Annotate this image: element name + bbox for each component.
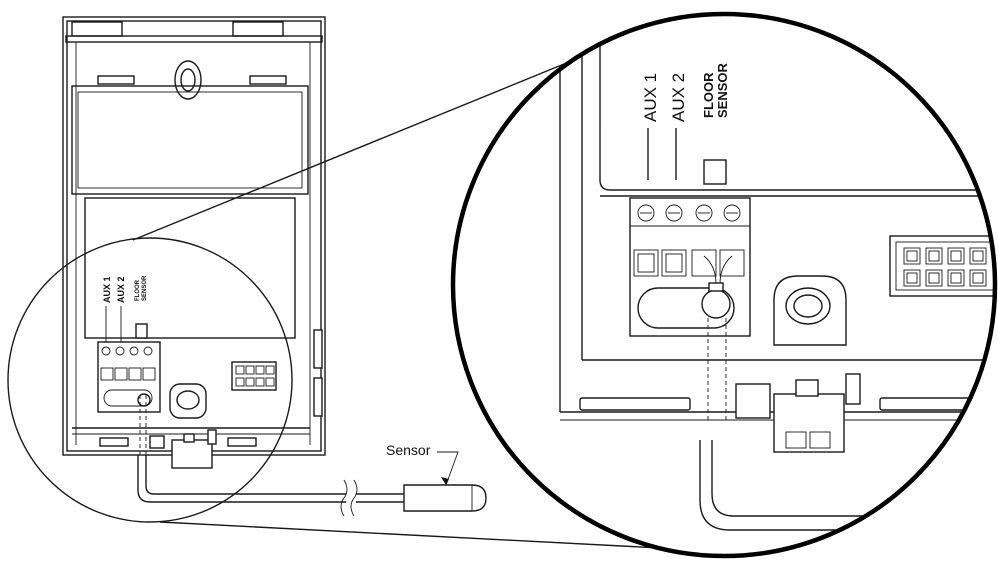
board-labels-small: AUX 1 AUX 2 FLOOR SENSOR: [102, 275, 148, 303]
zoom-connector-lines: [132, 34, 661, 549]
sensor-callout-label: Sensor: [386, 442, 431, 458]
mounting-hole-large: [773, 275, 847, 346]
board-labels-large: AUX 1 AUX 2 FLOOR SENSOR: [641, 62, 730, 122]
magnified-view: AUX 1 AUX 2 FLOOR SENSOR: [453, 14, 995, 556]
floor-label-small: FLOOR: [135, 279, 141, 301]
sensor-cable: [137, 455, 404, 517]
zoom-magnified-circle: [450, 11, 998, 559]
pin-connector-large: [889, 235, 995, 297]
sensor-label-small: SENSOR: [142, 275, 148, 301]
aux2-label-large: AUX 2: [669, 73, 688, 122]
terminal-block-small: [97, 341, 161, 413]
floor-sensor-probe: [403, 484, 487, 512]
sensor-label-large: SENSOR: [715, 62, 730, 118]
mounting-hole-top: [174, 60, 202, 100]
circuit-board: [84, 197, 296, 339]
zoom-source-circle: [7, 237, 293, 523]
aux2-label-small: AUX 2: [116, 276, 126, 303]
terminal-block-large: [629, 197, 751, 337]
mounting-hole-bottom: [169, 383, 207, 419]
aux1-label-small: AUX 1: [102, 276, 112, 303]
aux1-label-large: AUX 1: [641, 73, 660, 122]
thermostat-housing: AUX 1 AUX 2 FLOOR SENSOR: [62, 16, 326, 469]
sensor-callout: Sensor: [386, 442, 459, 486]
floor-label-large: FLOOR: [701, 72, 716, 118]
pin-connector-small: [231, 361, 277, 391]
cable-clip-large: [735, 373, 861, 453]
